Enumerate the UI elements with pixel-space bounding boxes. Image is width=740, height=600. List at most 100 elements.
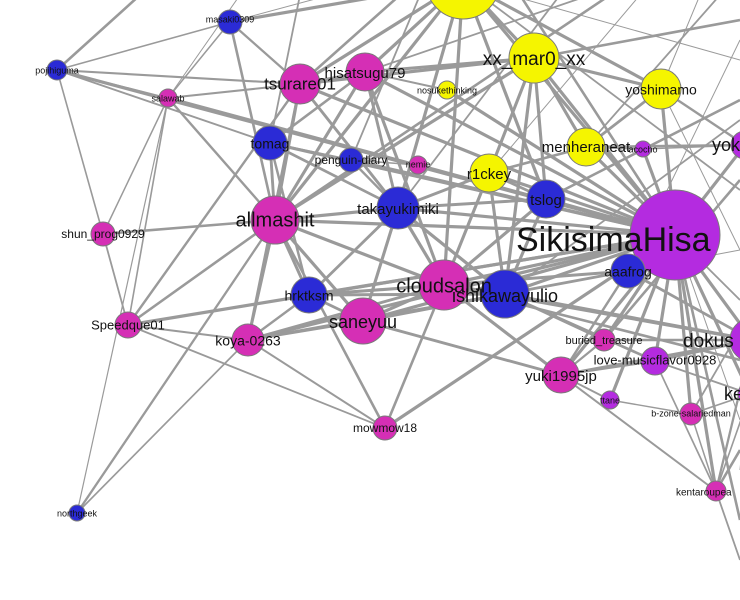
node-buried_treasure[interactable] <box>592 328 616 352</box>
node-mowmow18[interactable] <box>372 415 398 441</box>
node-label-takayukimiki: takayukimiki <box>357 201 439 218</box>
edge-hisatsugu79-xx_mar0_xx <box>364 56 535 74</box>
node-ishikawayulio[interactable] <box>480 269 530 319</box>
node-tomag[interactable] <box>252 125 288 161</box>
node-label-yoshimamo: yoshimamo <box>625 82 697 98</box>
node-label-kentaroupea: kentaroupea <box>676 488 732 499</box>
node-label-masaki0309: masaki0309 <box>206 14 255 24</box>
node-r1ckey[interactable] <box>469 153 509 193</box>
node-salawab[interactable] <box>158 88 178 108</box>
node-allmashit[interactable] <box>250 195 300 245</box>
node-acocho[interactable] <box>634 140 652 158</box>
edge-ttane-b-zone-salariedman <box>609 399 692 415</box>
edge-tsurare01-top_yellow <box>299 0 438 86</box>
node-tslog[interactable] <box>526 179 566 219</box>
node-cloudsalon[interactable] <box>418 259 470 311</box>
node-yok[interactable] <box>730 131 740 159</box>
edge-hisatsugu79-SikisimaHisa <box>364 70 676 237</box>
edge-offscreen <box>660 88 740 251</box>
node-label-r1ckey: r1ckey <box>467 166 512 183</box>
edge-kentaroupea-yuki1995jp <box>560 374 717 492</box>
node-kentaroupea[interactable] <box>705 480 727 502</box>
node-hisatsugu79[interactable] <box>345 52 385 92</box>
node-label-SikisimaHisa: SikisimaHisa <box>516 221 711 259</box>
node-label-shun_prog0929: shun_prog0929 <box>61 227 145 241</box>
edge-penguin-diary-SikisimaHisa <box>350 158 676 237</box>
node-shun_prog0929[interactable] <box>90 221 116 247</box>
node-nemie[interactable] <box>408 155 428 175</box>
edge-offscreen <box>229 0 314 23</box>
node-label-cloudsalon: cloudsalon <box>396 275 492 297</box>
node-label-northgeek: northgeek <box>57 508 98 518</box>
edge-offscreen <box>673 234 740 521</box>
node-takayukimiki[interactable] <box>376 186 420 230</box>
node-yoshimamo[interactable] <box>640 68 682 110</box>
node-koya-0263[interactable] <box>231 323 265 357</box>
node-b-zone-salariedman[interactable] <box>679 402 703 426</box>
node-aaafrog[interactable] <box>610 253 646 289</box>
edge-ishikawayulio-dokus <box>504 292 740 340</box>
node-label-allmashit: allmashit <box>236 209 315 231</box>
edge-top_yellow-yoshimamo <box>492 0 662 91</box>
edge-hisatsugu79-takayukimiki <box>363 71 400 209</box>
edge-masaki0309-allmashit <box>228 21 277 221</box>
node-label-mowmow18: mowmow18 <box>353 421 417 435</box>
label-layer: masaki0309pojihigumasalawabtsurare01hisa… <box>35 14 740 518</box>
node-top_yellow[interactable] <box>426 0 500 20</box>
node-penguin-diary[interactable] <box>338 147 364 173</box>
edge-Speedque01-allmashit <box>127 218 276 327</box>
edge-salawab-allmashit <box>167 97 276 221</box>
edge-aaafrog-yuki1995jp <box>559 270 630 376</box>
node-yuki1995jp[interactable] <box>542 356 580 394</box>
edge-tomag-hisatsugu79 <box>269 70 366 145</box>
edge-kentaroupea-love-musicflavor0928 <box>654 360 717 492</box>
node-pojihiguma[interactable] <box>46 59 68 81</box>
node-label-aaafrog: aaafrog <box>604 264 651 280</box>
node-label-tsurare01: tsurare01 <box>264 74 336 93</box>
node-label-tomag: tomag <box>251 136 290 152</box>
edge-hisatsugu79-cloudsalon <box>363 71 446 286</box>
edge-allmashit-top_yellow <box>273 0 451 221</box>
edge-Speedque01-tsurare01 <box>127 83 301 326</box>
node-tsurare01[interactable] <box>279 63 321 105</box>
edge-offscreen <box>715 490 740 561</box>
node-menheraneat[interactable] <box>566 127 606 167</box>
node-label-nosukethinking: nosukethinking <box>417 85 477 95</box>
node-label-Speedque01: Speedque01 <box>91 317 165 332</box>
edge-masaki0309-top_yellow <box>229 0 368 24</box>
node-label-b-zone-salariedman: b-zone-salariedman <box>651 408 731 418</box>
node-label-hisatsugu79: hisatsugu79 <box>325 65 406 82</box>
node-label-menheraneat: menheraneat <box>542 139 631 156</box>
edge-aaafrog-dokus <box>627 269 740 335</box>
node-label-ke: ke <box>724 384 740 404</box>
node-northgeek[interactable] <box>68 504 86 522</box>
edge-offscreen <box>533 18 740 60</box>
edge-Speedque01-shun_prog0929 <box>102 233 129 326</box>
edge-offscreen <box>397 0 558 209</box>
edge-tsurare01-takayukimiki <box>298 83 400 209</box>
edge-offscreen <box>525 0 740 61</box>
node-SikisimaHisa[interactable] <box>629 189 721 281</box>
node-dokus[interactable] <box>729 318 740 362</box>
edge-xx_mar0_xx-ishikawayulio <box>503 57 536 295</box>
edge-offscreen <box>299 0 397 85</box>
node-label-hrktksm: hrktksm <box>285 288 334 304</box>
edge-mowmow18-Speedque01 <box>127 324 386 429</box>
node-hrktksm[interactable] <box>290 276 328 314</box>
node-label-dokus: dokus <box>683 331 734 352</box>
node-nosukethinking[interactable] <box>437 80 457 100</box>
node-Speedque01[interactable] <box>114 311 142 339</box>
edge-acocho-yok <box>642 144 740 150</box>
edge-b-zone-salariedman-kentaroupea <box>690 413 717 492</box>
edge-saneyuu-yuki1995jp <box>362 319 562 377</box>
node-xx_mar0_xx[interactable] <box>508 32 560 84</box>
node-saneyuu[interactable] <box>339 297 387 345</box>
edge-cloudsalon-aaafrog <box>443 269 629 287</box>
node-love-musicflavor0928[interactable] <box>640 346 670 376</box>
edge-pojihiguma-masaki0309 <box>56 21 231 71</box>
node-ttane[interactable] <box>600 390 620 410</box>
node-masaki0309[interactable] <box>217 9 243 35</box>
edge-shun_prog0929-allmashit <box>102 218 276 236</box>
node-layer <box>46 0 740 522</box>
